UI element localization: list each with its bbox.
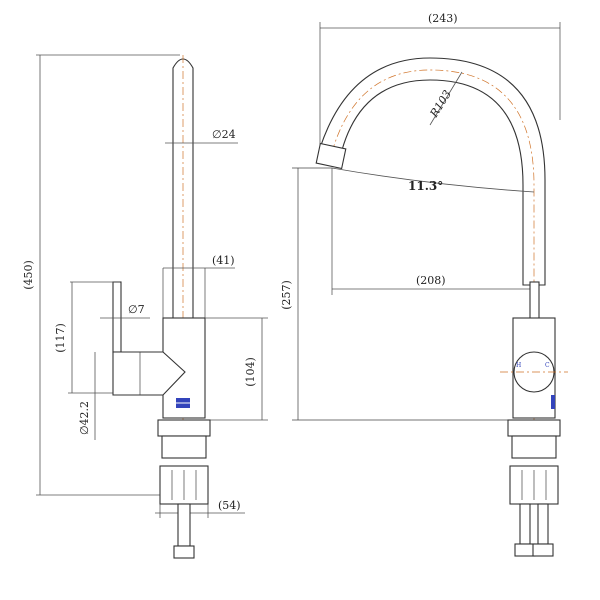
brand-logo-mark xyxy=(176,398,190,408)
dim-bend-radius: R103 xyxy=(427,88,454,121)
front-logo-mark xyxy=(551,395,555,409)
dim-reach: (208) xyxy=(416,274,446,287)
front-hose-fitting-left xyxy=(514,543,536,557)
lever xyxy=(112,281,122,353)
dim-spout-diameter: ∅24 xyxy=(212,128,236,141)
cold-label: C xyxy=(545,362,550,369)
hose-fitting xyxy=(173,545,195,559)
dim-handle-height: (117) xyxy=(54,323,67,353)
dim-handle-bar: (41) xyxy=(212,254,235,267)
dim-total-height: (450) xyxy=(22,260,35,290)
front-supply-hose-left xyxy=(519,503,531,545)
side-view: (450) ∅24 (41) ∅7 (117) (104) ∅42 xyxy=(22,54,268,559)
base-flange xyxy=(157,419,211,437)
hot-label: H xyxy=(516,362,521,369)
aerator xyxy=(315,142,347,170)
base-ring xyxy=(161,435,207,459)
dim-body-diameter: ∅42.2 xyxy=(78,401,91,435)
dim-spout-height: (257) xyxy=(280,280,293,310)
dim-lever-diameter: ∅7 xyxy=(128,303,145,316)
front-base-flange xyxy=(507,419,561,437)
supply-hose xyxy=(177,503,191,547)
spout-gooseneck xyxy=(319,57,546,286)
dim-angle: 11.3° xyxy=(408,179,443,193)
front-supply-hose-right xyxy=(537,503,549,545)
dim-overall-width: (243) xyxy=(428,12,458,25)
dim-body-height: (104) xyxy=(244,357,257,387)
front-hose-fitting-right xyxy=(532,543,554,557)
mounting-nut xyxy=(159,465,209,505)
front-mounting-nut xyxy=(509,465,559,505)
dim-base-width: (54) xyxy=(218,499,241,512)
front-view: (243) R103 11.3° (257) (208) H C xyxy=(280,12,568,557)
handle-cartridge xyxy=(112,351,186,396)
front-base-ring xyxy=(511,435,557,459)
